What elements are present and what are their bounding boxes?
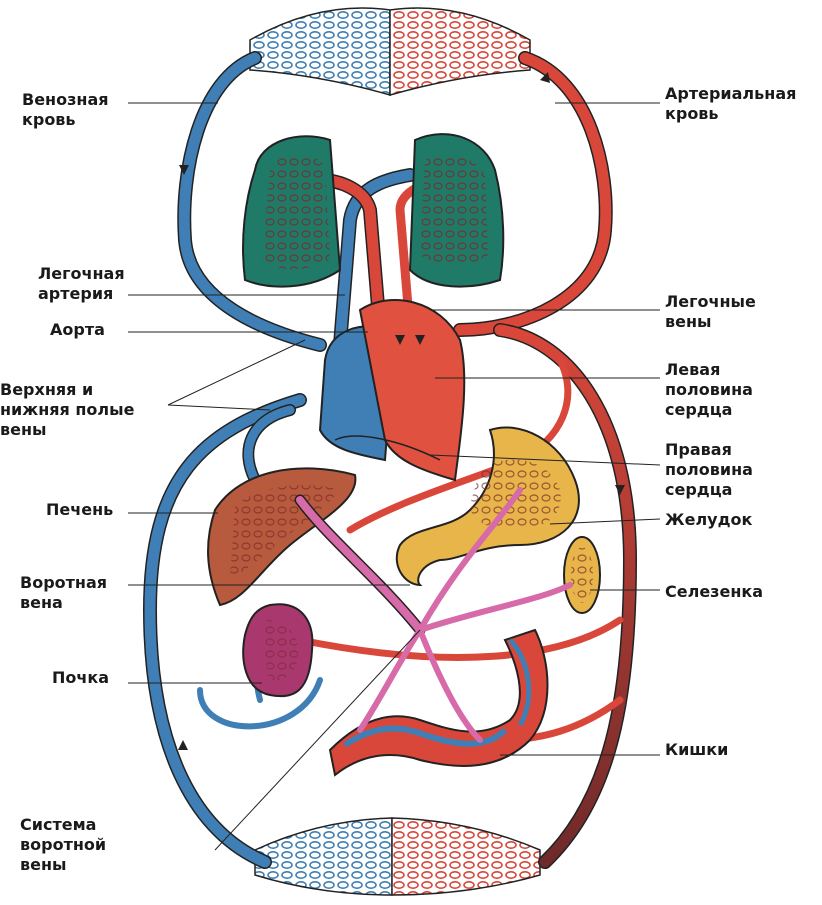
- leader-lines: [128, 102, 661, 851]
- label-vena-cava: Верхняя и нижняя полые вены: [0, 380, 135, 439]
- heart: [318, 299, 466, 482]
- label-left-heart: Левая половина сердца: [665, 360, 753, 419]
- arrow-icon: [395, 335, 405, 345]
- label-spleen: Селезенка: [665, 582, 764, 601]
- intestine: [328, 628, 549, 777]
- label-aorta: Аорта: [50, 320, 105, 339]
- label-intestine: Кишки: [665, 740, 729, 759]
- upper-capillary-bed: [249, 7, 531, 96]
- kidney: [242, 603, 314, 698]
- portal-vein-system: [294, 487, 573, 743]
- label-pulmonary-artery: Легочная артерия: [38, 264, 125, 303]
- flow-arrows: [178, 72, 625, 750]
- arrow-icon: [540, 72, 550, 83]
- label-liver: Печень: [46, 500, 114, 519]
- label-venous-blood: Венозная кровь: [22, 90, 109, 129]
- label-right-heart: Правая половина сердца: [665, 440, 753, 499]
- label-kidney: Почка: [52, 668, 110, 687]
- label-stomach: Желудок: [665, 510, 753, 529]
- arrow-icon: [615, 485, 625, 495]
- label-pulmonary-veins: Легочные вены: [665, 292, 756, 331]
- label-arterial-blood: Артериальная кровь: [665, 84, 797, 123]
- lungs: [242, 133, 505, 288]
- spleen: [563, 536, 601, 614]
- arrow-icon: [179, 165, 189, 175]
- arrow-icon: [178, 740, 188, 750]
- lower-capillary-bed: [254, 817, 541, 896]
- label-portal-vein: Воротная вена: [20, 573, 108, 612]
- arrow-icon: [415, 335, 425, 345]
- label-portal-system: Система воротной вены: [20, 815, 107, 874]
